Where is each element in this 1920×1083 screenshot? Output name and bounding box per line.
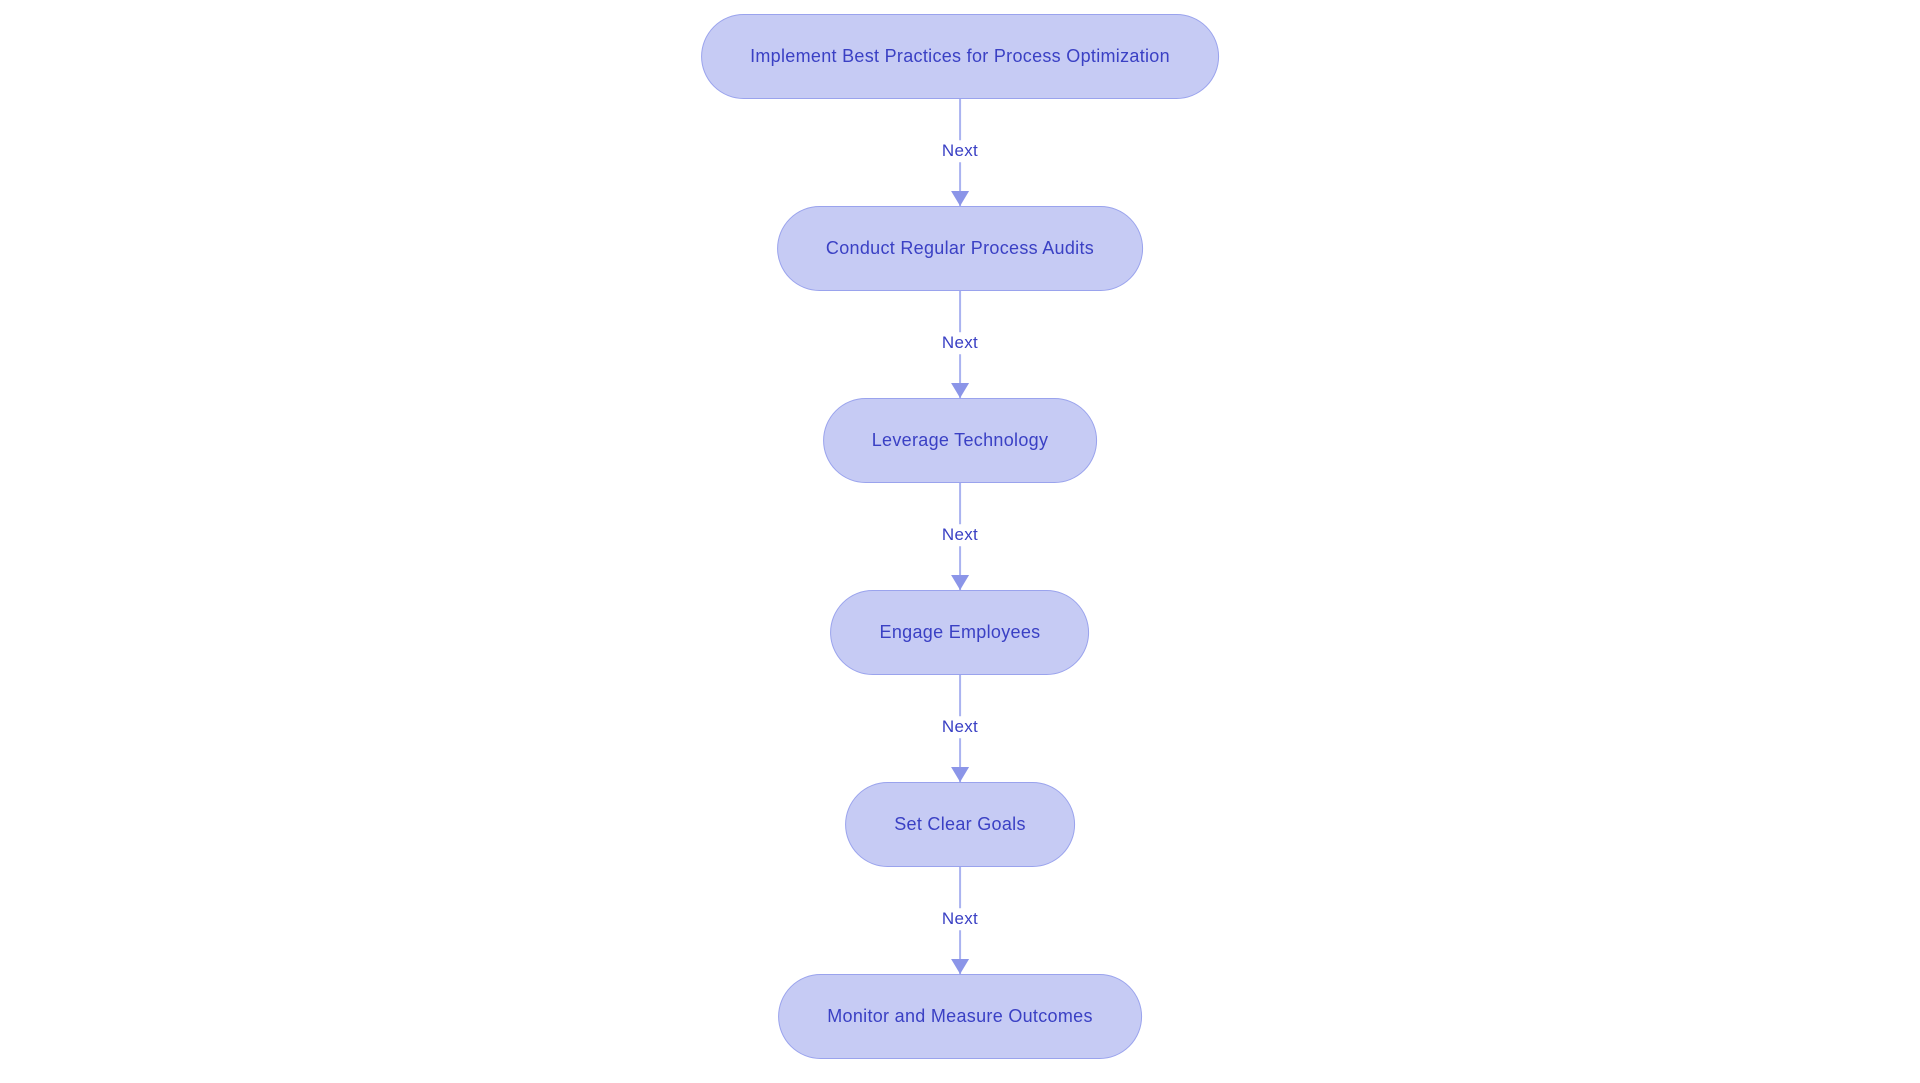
- flow-node-monitor-measure-outcomes: Monitor and Measure Outcomes: [778, 974, 1142, 1059]
- edge-connector: Next: [890, 97, 1030, 206]
- edge-connector: Next: [890, 673, 1030, 782]
- arrowhead-down-icon: [951, 575, 969, 590]
- arrowhead-down-icon: [951, 959, 969, 974]
- edge-connector: Next: [890, 289, 1030, 398]
- node-label: Implement Best Practices for Process Opt…: [750, 46, 1170, 66]
- node-label: Conduct Regular Process Audits: [825, 238, 1095, 258]
- edge-label: Next: [936, 331, 984, 354]
- flowchart-column: Implement Best Practices for Process Opt…: [701, 14, 1219, 1059]
- node-label: Monitor and Measure Outcomes: [827, 1006, 1093, 1026]
- flow-node-leverage-technology: Leverage Technology: [822, 398, 1098, 483]
- node-label: Set Clear Goals: [894, 814, 1026, 834]
- flow-node-implement-best-practices: Implement Best Practices for Process Opt…: [701, 14, 1219, 99]
- edge-label: Next: [936, 523, 984, 546]
- node-label: Engage Employees: [879, 622, 1041, 642]
- flow-node-set-clear-goals: Set Clear Goals: [845, 782, 1075, 867]
- edge-label: Next: [936, 139, 984, 162]
- node-label: Leverage Technology: [871, 430, 1049, 450]
- arrowhead-down-icon: [951, 383, 969, 398]
- arrowhead-down-icon: [951, 191, 969, 206]
- edge-connector: Next: [890, 481, 1030, 590]
- flow-node-engage-employees: Engage Employees: [830, 590, 1090, 675]
- edge-label: Next: [936, 715, 984, 738]
- arrowhead-down-icon: [951, 767, 969, 782]
- edge-connector: Next: [890, 865, 1030, 974]
- edge-label: Next: [936, 907, 984, 930]
- flow-node-conduct-process-audits: Conduct Regular Process Audits: [776, 206, 1144, 291]
